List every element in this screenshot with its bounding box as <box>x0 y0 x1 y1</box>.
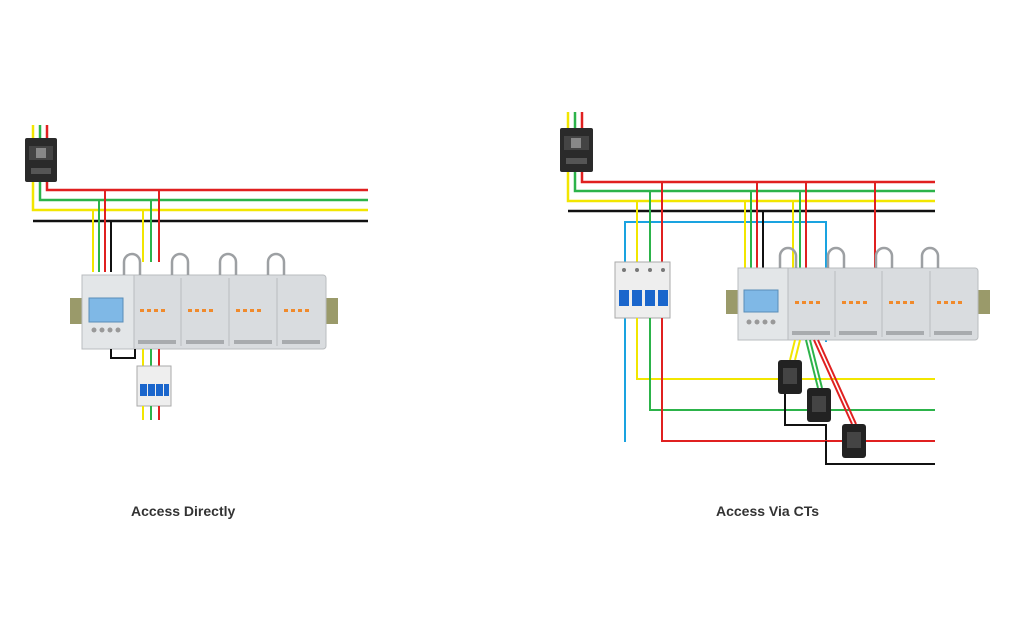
ct-leads <box>784 339 857 440</box>
caption-access-directly: Access Directly <box>131 503 236 519</box>
four-pole-breaker <box>614 261 671 319</box>
drop-wires-left <box>92 190 160 272</box>
din-rail-left-end-right <box>726 290 738 314</box>
multi-circuit-meter-right <box>737 267 979 341</box>
ct-loops-right <box>778 246 940 268</box>
din-rail-left-end <box>70 298 82 324</box>
ct-sensor-3 <box>842 424 866 458</box>
drop-wires-breaker <box>636 182 663 262</box>
diagram-access-directly <box>25 125 368 420</box>
ct-sensor-2 <box>807 388 831 422</box>
ct-sensor-1 <box>778 360 802 394</box>
lcd-display <box>88 297 124 323</box>
bus-wires-left <box>31 182 368 223</box>
branch-breaker-left <box>136 349 172 420</box>
lcd-display-right <box>743 289 779 313</box>
din-rail-right-end-right <box>978 290 990 314</box>
caption-access-via-cts: Access Via CTs <box>716 503 819 519</box>
diagram-access-via-cts <box>560 112 990 465</box>
main-breaker-right <box>560 112 593 172</box>
main-breaker-left <box>25 125 57 182</box>
ct-loops-left <box>122 252 286 275</box>
din-rail-right-end <box>326 298 338 324</box>
multi-circuit-meter-left <box>81 274 327 350</box>
neutral-loop-left <box>110 349 136 359</box>
